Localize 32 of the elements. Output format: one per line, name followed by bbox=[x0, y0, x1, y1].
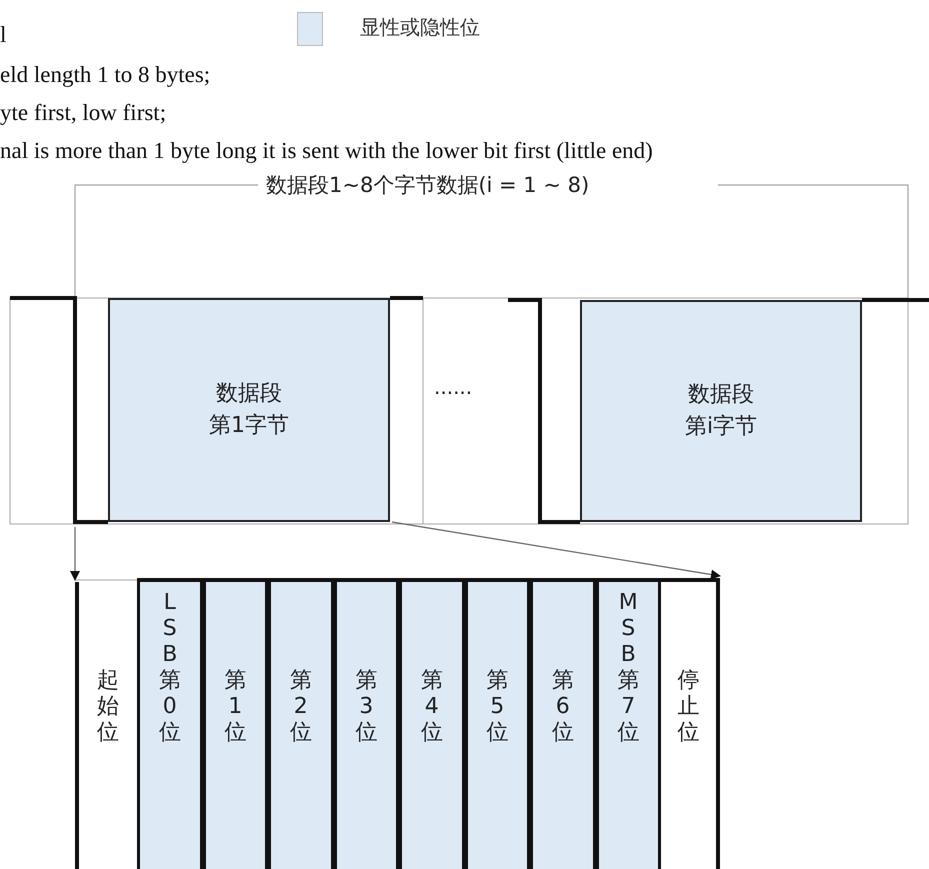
box-text: 数据段 bbox=[688, 381, 754, 410]
box-text: 数据段 bbox=[216, 380, 282, 408]
cell-text: 起始位 bbox=[96, 668, 120, 746]
data-bit-cell bbox=[137, 578, 202, 869]
arrow bbox=[70, 527, 80, 581]
note-text: eld length 1 to 8 bytes; bbox=[0, 62, 210, 88]
data-bit-cell bbox=[464, 578, 530, 869]
stop-bit-cell bbox=[661, 578, 720, 869]
data-byte-box bbox=[108, 298, 390, 522]
cell-text: MSB第7位 bbox=[616, 590, 640, 746]
cell-text: 第3位 bbox=[354, 668, 378, 746]
box-text: 第1字节 bbox=[209, 412, 289, 440]
cell-text: 第6位 bbox=[551, 668, 574, 746]
note-text: nal is more than 1 byte long it is sent with the lower bit first (little end) bbox=[0, 138, 653, 164]
cell-text: 第2位 bbox=[289, 668, 312, 746]
data-bit-cell bbox=[334, 578, 399, 869]
cell-text: 第4位 bbox=[420, 668, 444, 746]
cell-text: 停止位 bbox=[676, 668, 700, 746]
data-byte-box bbox=[580, 300, 862, 522]
data-bit-cell bbox=[268, 578, 334, 869]
data-bit-cell bbox=[399, 578, 464, 869]
legend-text: 显性或隐性位 bbox=[360, 14, 480, 41]
cell-text: LSB第0位 bbox=[158, 590, 182, 746]
data-bit-cell bbox=[596, 578, 661, 869]
data-bit-cell bbox=[202, 578, 268, 869]
note-text: yte first, low first; bbox=[0, 100, 166, 126]
note-text: l bbox=[0, 22, 6, 48]
cell-text: 第5位 bbox=[486, 668, 509, 746]
cell-text: 第1位 bbox=[224, 668, 247, 746]
arrow bbox=[392, 521, 721, 580]
data-bit-cell bbox=[530, 578, 596, 869]
box-text: 第i字节 bbox=[684, 413, 758, 441]
